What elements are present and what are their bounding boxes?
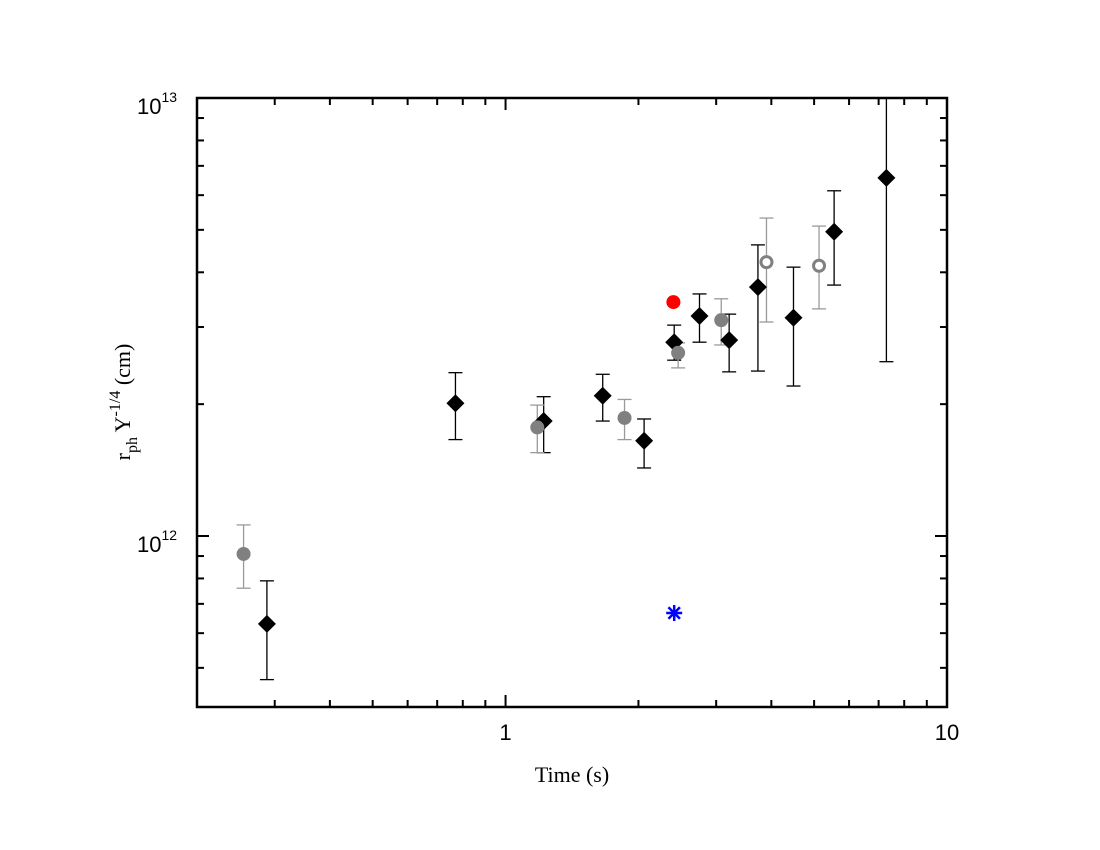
x-tick-label: 1 [499,720,511,745]
y-label-main: r [110,452,135,460]
x-tick-label: 10 [935,720,959,745]
y-axis-label: rph Y-1/4 (cm) [107,344,141,461]
diamond-marker [748,278,767,297]
gray-circle-marker [671,345,686,360]
y-label-sub: ph [124,437,141,453]
svg-text:rph Y-1/4 (cm): rph Y-1/4 (cm) [107,344,141,461]
gray-circle-marker [714,313,729,328]
y-label-unit: (cm) [110,344,135,391]
diamond-marker [784,308,803,327]
y-tick-labels: 1012 1013 [137,89,177,557]
diamond-marker [720,331,739,350]
diamond-marker [257,614,276,633]
x-tick-labels: 1 10 [499,720,959,745]
open-circle-marker [812,258,827,273]
y-tick-label: 1012 [137,527,177,557]
gray-circle-marker [617,410,632,425]
diamond-marker [635,431,654,450]
data-markers [236,168,896,633]
x-axis-label: Time (s) [535,762,609,787]
gray-circle-marker [530,420,545,435]
diamond-marker [877,168,896,187]
y-tick-label: 1013 [137,89,177,119]
open-circle-marker [759,255,774,270]
y-label-sup: -1/4 [107,391,124,417]
gray-circle-marker [236,546,251,561]
diamond-marker [690,306,709,325]
y-label-mid: Y [110,416,135,437]
diamond-marker [593,386,612,405]
red-circle-marker [666,295,681,310]
error-bars [236,97,894,681]
diamond-marker [446,394,465,413]
plot-frame [195,96,949,709]
diamond-marker [825,222,844,241]
asterisk-marker [666,605,683,622]
axis-ticks [196,97,948,707]
